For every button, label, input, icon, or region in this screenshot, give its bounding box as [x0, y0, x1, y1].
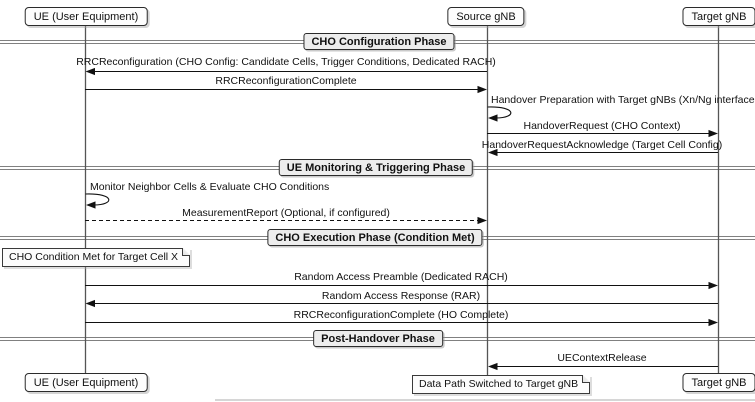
arrow-monitor-neighbor-cells-self — [85, 193, 110, 209]
participant-target-gnb-label: Target gNB — [691, 11, 747, 23]
phase-execution: CHO Execution Phase (Condition Met) — [267, 229, 483, 246]
participant-ue-bottom: UE (User Equipment) — [24, 373, 148, 392]
message-random-access-preamble: Random Access Preamble (Dedicated RACH) — [294, 271, 508, 283]
message-ue-context-release: UEContextRelease — [557, 352, 647, 364]
participant-ue-label: UE (User Equipment) — [33, 11, 139, 23]
arrow-ue-context-release — [488, 362, 718, 371]
message-monitor-neighbor-cells: Monitor Neighbor Cells & Evaluate CHO Co… — [90, 181, 330, 193]
arrow-rrc-reconfiguration-complete — [85, 85, 487, 94]
arrow-random-access-preamble — [85, 281, 718, 290]
message-random-access-response: Random Access Response (RAR) — [321, 290, 481, 302]
participant-target-gnb-top: Target gNB — [682, 7, 755, 26]
phase-configuration-label: CHO Configuration Phase — [311, 36, 447, 48]
arrow-random-access-response — [85, 299, 718, 308]
note-data-path-switched: Data Path Switched to Target gNB — [412, 375, 591, 394]
phase-post-handover: Post-Handover Phase — [313, 330, 443, 347]
phase-configuration: CHO Configuration Phase — [303, 33, 455, 50]
note-cho-condition-met-label: CHO Condition Met for Target Cell X — [9, 251, 179, 263]
arrow-measurement-report — [85, 216, 487, 225]
message-rrc-reconfiguration-complete: RRCReconfigurationComplete — [215, 75, 357, 87]
participant-target-gnb-bottom: Target gNB — [682, 373, 755, 392]
phase-execution-label: CHO Execution Phase (Condition Met) — [275, 232, 475, 244]
participant-source-gnb-top: Source gNB — [447, 7, 525, 26]
phase-post-handover-label: Post-Handover Phase — [321, 333, 435, 345]
note-fold-icon — [182, 248, 191, 256]
arrow-handover-request-ack — [488, 148, 718, 157]
phase-monitoring-label: UE Monitoring & Triggering Phase — [286, 162, 466, 174]
note-cho-condition-met: CHO Condition Met for Target Cell X — [2, 248, 191, 267]
phase-monitoring: UE Monitoring & Triggering Phase — [278, 159, 474, 176]
participant-source-gnb-label: Source gNB — [456, 11, 516, 23]
message-rrc-complete-ho: RRCReconfigurationComplete (HO Complete) — [293, 309, 509, 321]
note-data-path-switched-label: Data Path Switched to Target gNB — [419, 378, 579, 390]
message-handover-request: HandoverRequest (CHO Context) — [523, 120, 681, 132]
message-rrc-reconfiguration: RRCReconfiguration (CHO Config: Candidat… — [76, 56, 496, 68]
participant-ue-bottom-label: UE (User Equipment) — [33, 377, 139, 389]
message-handover-preparation: Handover Preparation with Target gNBs (X… — [491, 94, 755, 106]
arrow-rrc-reconfiguration — [85, 67, 487, 76]
arrow-rrc-complete-ho — [85, 318, 718, 327]
message-handover-request-ack: HandoverRequestAcknowledge (Target Cell … — [481, 139, 723, 151]
arrow-handover-preparation-self — [487, 106, 512, 122]
participant-target-gnb-bottom-label: Target gNB — [691, 377, 747, 389]
message-measurement-report: MeasurementReport (Optional, if configur… — [182, 207, 390, 219]
note-fold-icon — [582, 375, 591, 383]
participant-ue-top: UE (User Equipment) — [24, 7, 148, 26]
arrow-handover-request — [487, 129, 718, 138]
